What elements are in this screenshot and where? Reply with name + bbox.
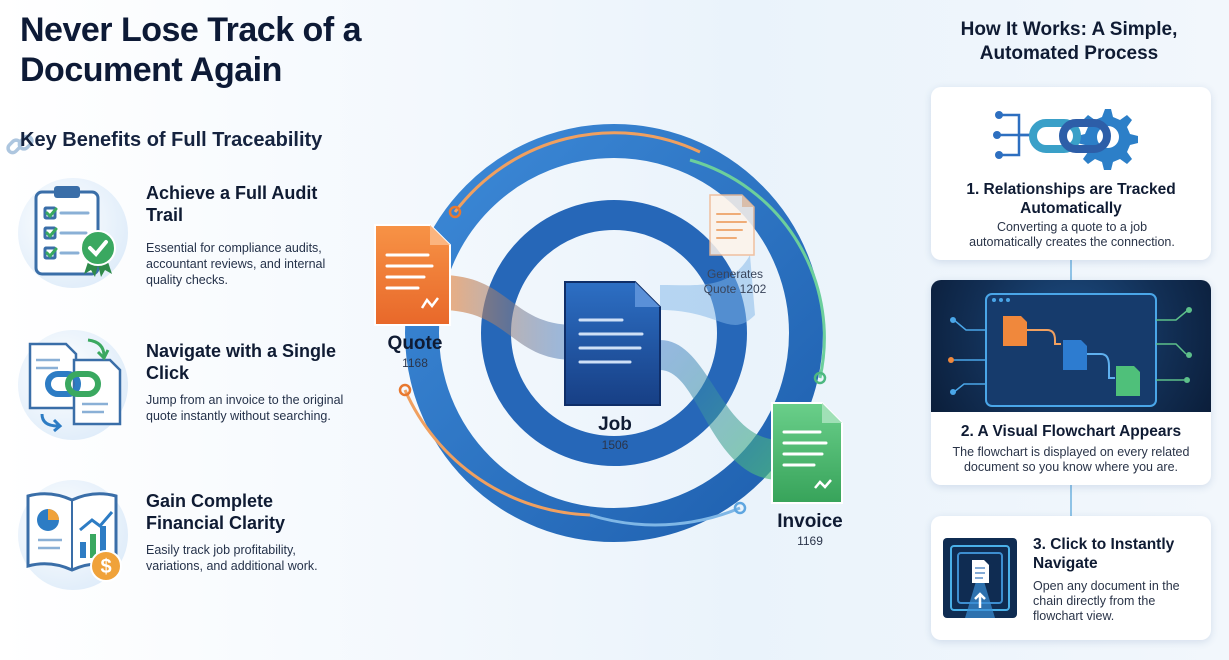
benefit-navigate: Navigate with a Single Click Jump from a… bbox=[18, 330, 363, 450]
page-title: Never Lose Track of a Document Again bbox=[20, 11, 362, 89]
audit-clipboard-icon bbox=[18, 178, 128, 288]
how-it-works-title: How It Works: A Simple, Automated Proces… bbox=[960, 19, 1178, 64]
step-card-2: 2. A Visual Flowchart Appears The flowch… bbox=[931, 280, 1211, 485]
invoice-label: Invoice bbox=[777, 511, 843, 532]
generated-quote-document-icon bbox=[709, 194, 755, 256]
step-description: Converting a quote to a job automaticall… bbox=[969, 220, 1175, 249]
step-description: The flowchart is displayed on every rela… bbox=[952, 445, 1190, 474]
benefit-description: Essential for compliance audits, account… bbox=[146, 241, 326, 287]
document-chain-diagram: Quote 1168 Job 1506 Invoice 1169 Generat… bbox=[360, 110, 920, 650]
step-card-3: 3. Click to Instantly Navigate Open any … bbox=[931, 516, 1211, 640]
step-title: 1. Relationships are Tracked Automatical… bbox=[966, 181, 1176, 217]
benefit-description: Jump from an invoice to the original quo… bbox=[146, 393, 344, 423]
step-title: 3. Click to Instantly Navigate bbox=[1033, 536, 1175, 572]
benefit-title: Navigate with a Single Click bbox=[146, 341, 337, 383]
benefit-description: Easily track job profitability, variatio… bbox=[146, 543, 318, 573]
benefits-heading: Key Benefits of Full Traceability bbox=[20, 129, 323, 151]
benefit-title: Achieve a Full Audit Trail bbox=[146, 183, 318, 225]
link-icon bbox=[6, 134, 34, 155]
linked-documents-icon bbox=[18, 330, 128, 440]
generated-quote-label: Generates Quote 1202 bbox=[703, 267, 767, 296]
chain-gear-icon bbox=[993, 109, 1138, 170]
svg-text:$: $ bbox=[100, 556, 111, 578]
step-description: Open any document in the chain directly … bbox=[1033, 579, 1180, 623]
quote-number: 1168 bbox=[402, 356, 428, 370]
flowchart-screen-icon bbox=[931, 280, 1211, 412]
inner-ring bbox=[481, 200, 747, 466]
job-document-icon bbox=[564, 281, 661, 406]
diagram-graphic bbox=[374, 124, 843, 542]
step-title: 2. A Visual Flowchart Appears bbox=[960, 423, 1182, 440]
benefit-title: Gain Complete Financial Clarity bbox=[146, 491, 286, 533]
invoice-document-icon bbox=[771, 402, 843, 504]
benefit-audit-trail: Achieve a Full Audit Trail Essential for… bbox=[18, 178, 363, 298]
quote-label: Quote bbox=[387, 333, 443, 354]
financial-report-icon: $ bbox=[18, 480, 128, 590]
invoice-number: 1169 bbox=[797, 534, 823, 548]
outer-ring bbox=[405, 124, 823, 542]
job-label: Job bbox=[598, 414, 632, 435]
step-card-1: 1. Relationships are Tracked Automatical… bbox=[931, 87, 1211, 260]
quote-document-icon bbox=[374, 224, 451, 326]
benefit-financial-clarity: $ Gain Complete Financial Clarity Easily… bbox=[18, 480, 363, 600]
navigate-portal-icon bbox=[943, 538, 1017, 618]
job-number: 1506 bbox=[601, 438, 629, 452]
